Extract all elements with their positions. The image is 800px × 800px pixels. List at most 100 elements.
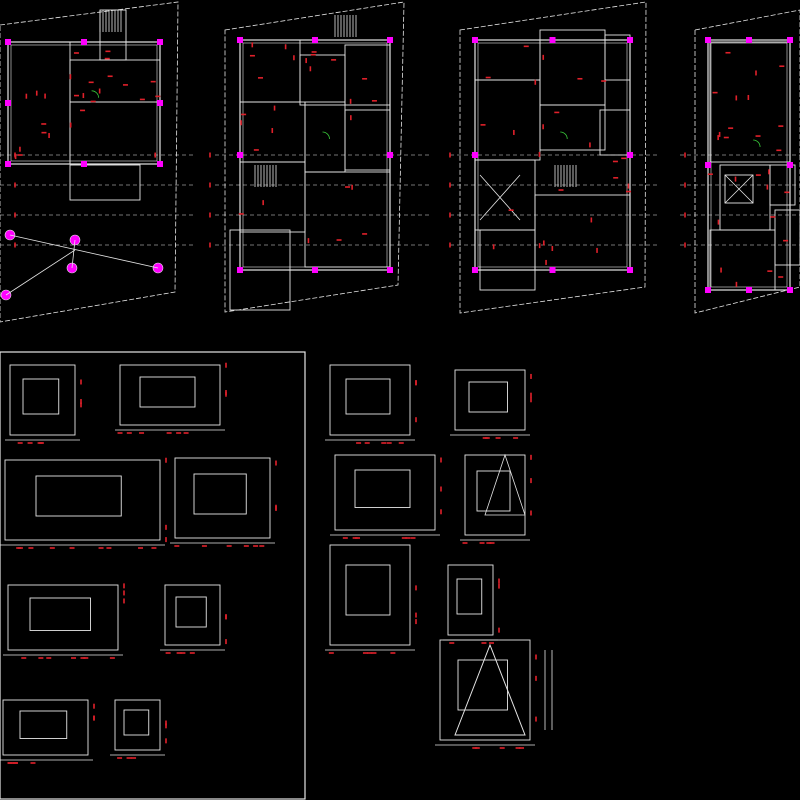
dimension-marker xyxy=(166,432,172,434)
room-outline xyxy=(239,161,306,233)
dimension-marker xyxy=(16,547,22,549)
column-marker xyxy=(746,37,752,43)
dimension-marker xyxy=(80,379,82,385)
dimension-marker xyxy=(150,80,156,83)
column-marker xyxy=(237,267,243,273)
dimension-marker xyxy=(440,486,442,492)
dimension-marker xyxy=(154,152,156,158)
elevation-opening xyxy=(468,381,508,413)
dimension-marker xyxy=(176,432,182,434)
dimension-marker xyxy=(17,442,23,444)
dimension-marker xyxy=(251,42,254,48)
dimension-marker xyxy=(123,583,125,589)
door-swing xyxy=(753,139,761,148)
dimension-marker xyxy=(474,747,480,749)
dimension-marker xyxy=(542,124,544,130)
dimension-marker xyxy=(735,281,738,287)
column-marker xyxy=(312,37,318,43)
dimension-marker xyxy=(14,242,16,248)
column-marker xyxy=(627,267,633,273)
door-swing xyxy=(91,90,99,98)
column-marker xyxy=(387,37,393,43)
dimension-marker xyxy=(718,131,721,137)
column-marker xyxy=(387,152,393,158)
dimension-marker xyxy=(484,437,490,439)
room-outline xyxy=(344,109,391,171)
dimension-marker xyxy=(523,45,529,48)
dimension-marker xyxy=(684,242,686,248)
dimension-marker xyxy=(226,545,232,547)
room-outline xyxy=(539,104,606,151)
dimension-marker xyxy=(627,183,630,189)
dimension-marker xyxy=(240,120,242,126)
dimension-marker xyxy=(271,128,274,134)
elevation-outline xyxy=(174,457,271,539)
dimension-marker xyxy=(613,177,619,179)
grid-lines xyxy=(0,154,800,246)
dimension-marker xyxy=(253,545,259,547)
dimension-marker xyxy=(349,98,352,104)
dimension-marker xyxy=(13,762,19,764)
column-marker xyxy=(5,39,11,45)
dimension-marker xyxy=(723,136,729,139)
column-marker xyxy=(627,152,633,158)
dimension-marker xyxy=(21,657,27,659)
dimension-marker xyxy=(415,612,417,618)
dimension-marker xyxy=(766,184,769,190)
dimension-marker xyxy=(717,219,720,225)
dimension-marker xyxy=(530,454,532,460)
dimension-marker xyxy=(535,654,537,660)
dimension-marker xyxy=(728,127,734,129)
dimension-markers xyxy=(7,42,790,764)
elevation-outline xyxy=(114,699,161,751)
dimension-marker xyxy=(27,442,33,444)
elevation-outline xyxy=(454,369,526,431)
detail-panels xyxy=(0,351,553,800)
dimension-marker xyxy=(489,542,495,544)
dimension-marker xyxy=(225,390,227,396)
dimension-marker xyxy=(98,88,101,94)
dimension-marker xyxy=(449,212,451,218)
dimension-marker xyxy=(41,123,47,125)
elevation-outline xyxy=(464,454,526,536)
dimension-marker xyxy=(495,437,501,439)
dimension-marker xyxy=(498,583,500,589)
room-outline xyxy=(599,109,631,156)
dimension-marker xyxy=(577,77,583,80)
dimension-marker xyxy=(712,91,718,94)
room-outline xyxy=(474,79,541,161)
elevation-opening xyxy=(193,473,247,515)
void-cross xyxy=(724,174,754,204)
elevation-outline xyxy=(4,459,161,541)
dimension-marker xyxy=(105,50,111,53)
dimension-marker xyxy=(83,657,89,659)
dimension-marker xyxy=(151,547,157,549)
dimension-marker xyxy=(415,585,417,591)
dimension-marker xyxy=(328,652,334,654)
dimension-marker xyxy=(209,212,211,218)
column-markers xyxy=(5,37,793,293)
dimension-marker xyxy=(104,57,110,60)
dimension-marker xyxy=(90,100,96,103)
dimension-marker xyxy=(449,182,451,188)
dimension-marker xyxy=(109,657,115,659)
dimension-marker xyxy=(14,182,16,188)
room-outline xyxy=(709,41,791,163)
dimension-marker xyxy=(352,537,358,539)
dimension-marker xyxy=(350,115,352,121)
elevation-opening xyxy=(456,578,483,615)
dimension-marker xyxy=(174,545,180,547)
dimension-marker xyxy=(307,238,310,244)
dimension-marker xyxy=(19,146,21,152)
dimension-marker xyxy=(371,652,377,654)
dimension-marker xyxy=(362,233,368,235)
dimension-marker xyxy=(117,757,123,759)
dimension-marker xyxy=(106,547,112,549)
room-outline xyxy=(534,194,631,271)
dimension-marker xyxy=(17,154,23,156)
elevation-opening xyxy=(345,378,391,415)
dimension-marker xyxy=(538,243,541,249)
dimension-marker xyxy=(305,58,307,64)
column-marker xyxy=(5,161,11,167)
elevation-outline xyxy=(9,364,76,436)
